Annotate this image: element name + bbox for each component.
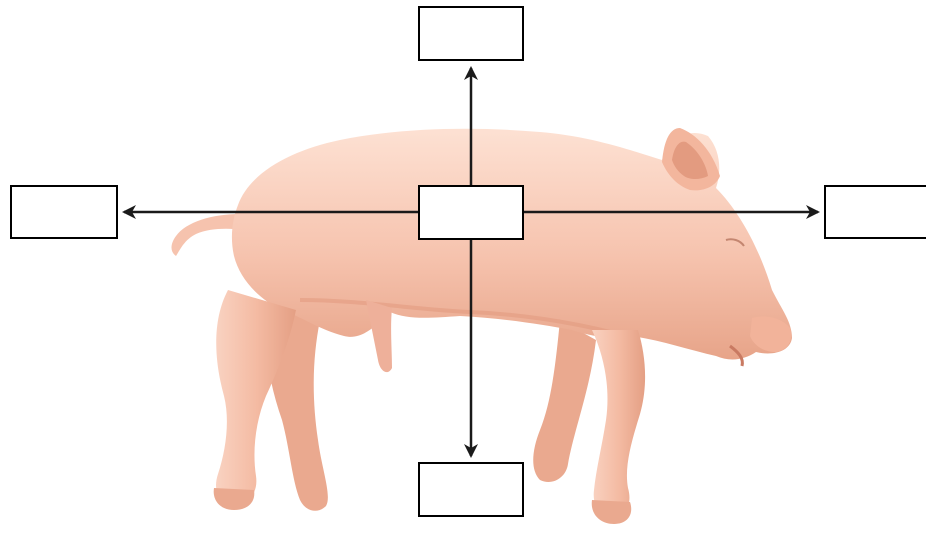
pig-hoof-front — [592, 500, 631, 524]
pig-near-front-leg — [592, 330, 645, 516]
label-box-center[interactable] — [418, 185, 524, 240]
pig-far-front-leg — [533, 320, 596, 482]
label-box-top[interactable] — [418, 6, 524, 61]
label-box-left[interactable] — [10, 185, 118, 239]
label-box-bottom[interactable] — [418, 462, 524, 517]
label-box-right[interactable] — [824, 185, 926, 239]
pig-umbilical-cord — [366, 300, 392, 372]
pig-hoof-hind — [214, 488, 255, 510]
